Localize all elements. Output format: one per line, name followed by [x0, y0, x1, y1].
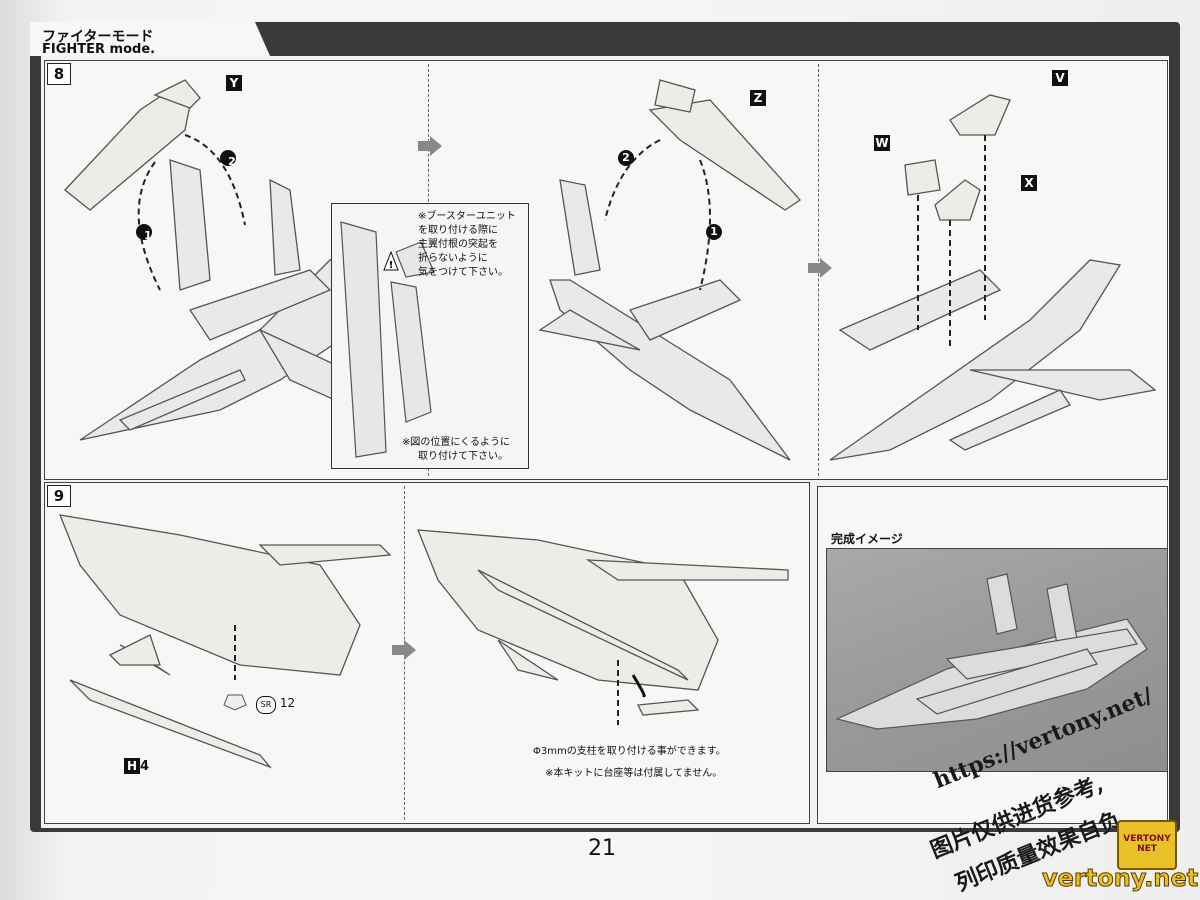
- svg-text:!: !: [389, 260, 394, 271]
- step9-aircraft-right: [417, 529, 789, 725]
- part-h-number: 4: [140, 759, 150, 774]
- finished-aircraft-image: [835, 573, 1148, 730]
- warning-text-l3: 主翼付根の突起を: [418, 239, 498, 250]
- finished-model-photo: [826, 548, 1168, 772]
- step-arrow-2: [808, 258, 832, 278]
- part-label-z: Z: [750, 90, 766, 106]
- booster-attach-detail: !: [340, 221, 435, 458]
- stand-note: Φ3mmの支柱を取り付ける事ができます。: [533, 746, 726, 757]
- part-label-x: X: [1021, 175, 1037, 191]
- warning-text-l5: 気をつけて下さい。: [418, 267, 508, 278]
- part-sr-circle: SR: [256, 696, 276, 714]
- page-number: 21: [588, 836, 616, 861]
- step8-aircraft-right: [829, 94, 1157, 461]
- part-label-v: V: [1052, 70, 1068, 86]
- vertony-logo-text: VERTONY NET: [1123, 834, 1171, 854]
- finish-title: 完成イメージ: [831, 532, 903, 546]
- warning-text-l1: ※ブースターユニット: [418, 211, 516, 222]
- step8-number: 8: [47, 63, 71, 85]
- part-h-box: H: [124, 758, 140, 774]
- step-arrow-3: [392, 640, 416, 660]
- warning-text-l4: 折らないように: [418, 253, 488, 264]
- watermark-site: vertony.net: [1041, 864, 1199, 893]
- step-arrow-1: [418, 136, 442, 156]
- step9-aircraft-left: [58, 514, 392, 769]
- vertony-logo: VERTONY NET: [1117, 820, 1177, 870]
- step8-aircraft-middle: [538, 79, 801, 461]
- step9-number: 9: [47, 485, 71, 507]
- no-stand-note: ※本キットに台座等は付属してません。: [545, 768, 723, 779]
- order-marker-1a: 1: [144, 229, 152, 242]
- part-sr-number: 12: [279, 696, 296, 710]
- order-marker-1b: 1: [710, 225, 718, 238]
- part-sr-label: SR 12: [256, 696, 295, 714]
- order-marker-2b: 2: [622, 151, 630, 164]
- part-label-y: Y: [226, 75, 242, 91]
- header-tab: [30, 22, 270, 56]
- warning-text-l2: を取り付ける際に: [418, 225, 498, 236]
- position-note-l2: 取り付けて下さい。: [418, 451, 508, 462]
- position-note-l1: ※図の位置にくるように: [402, 437, 510, 448]
- order-marker-2a: 2: [228, 155, 236, 168]
- header-title-jp: ファイターモード: [42, 29, 154, 45]
- header-title-en: FIGHTER mode.: [42, 42, 156, 57]
- part-label-w: W: [874, 135, 890, 151]
